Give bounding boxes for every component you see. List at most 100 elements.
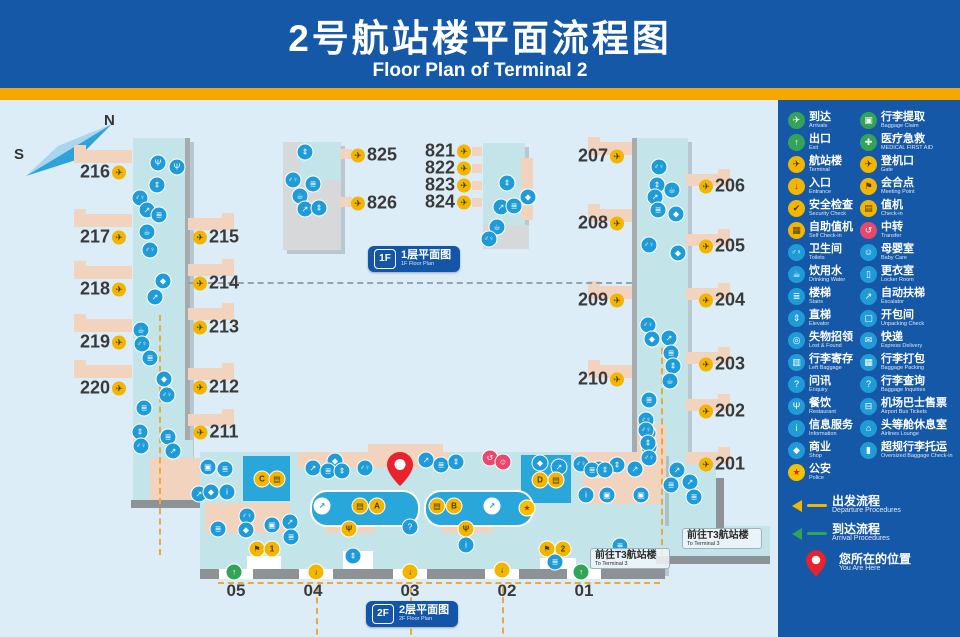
floor-tag-1f-en: 1F Floor Plan	[401, 261, 435, 268]
legend-zh-label: 行李提取	[881, 111, 925, 123]
legend-en-label: Meeting Point	[881, 189, 915, 195]
jet-bridge	[188, 264, 232, 276]
gate-icon: ✈	[112, 282, 127, 296]
gate-stub	[472, 164, 482, 173]
checkin-icon: ▤	[268, 470, 286, 488]
lost-and-found-icon: ◎	[788, 332, 805, 350]
gate-213: ✈213	[192, 316, 240, 338]
arrival-arrow-icon	[792, 527, 802, 540]
jet-bridge	[188, 308, 232, 320]
legend-en-label: Airport Bus Tickets	[881, 409, 927, 415]
legend-en-label: Security Check	[809, 211, 846, 217]
gate-icon: ✈	[610, 149, 625, 163]
gate-218: 218✈	[79, 278, 127, 300]
gate-icon: ✈	[610, 293, 625, 307]
gate-icon: ✈	[350, 196, 365, 210]
terminal-icon: ✈	[788, 156, 805, 174]
legend-zh-label: 超规行李托运	[881, 441, 947, 453]
toilet-icon: ♂♀	[132, 437, 150, 455]
toilets-icon: ♂♀	[788, 244, 805, 262]
gate-217: 217✈	[79, 226, 127, 248]
legend-en-label: MEDICAL FIRST AID	[881, 145, 933, 151]
gate-icon: ✈	[457, 161, 472, 175]
t3-corridor-wall	[656, 556, 770, 564]
departure-line	[807, 504, 827, 507]
legend-zh-label: 公安	[809, 463, 831, 475]
gate-210: 210✈	[578, 369, 625, 390]
escalator-icon: ↗	[296, 200, 314, 218]
checkin-icon: ▤	[351, 497, 369, 515]
escalator-icon: ↗	[626, 460, 644, 478]
toilet-icon: ♂♀	[356, 459, 374, 477]
flow-en-label: Departure Procedures	[832, 507, 901, 514]
jet-bridge-end	[74, 360, 86, 378]
toilet-icon: ♂♀	[640, 236, 658, 254]
gate-208-label: 208	[577, 212, 609, 233]
gate-icon: ✈	[610, 372, 625, 386]
gate-211: ✈211	[193, 422, 239, 443]
legend-zh-label: 问讯	[809, 375, 831, 387]
legend-zh-label: 信息服务	[809, 419, 853, 431]
gate-203: ✈203	[698, 354, 745, 375]
gate-823-label: 823	[424, 174, 456, 195]
gate-213-label: 213	[208, 316, 240, 337]
gate-217-label: 217	[79, 226, 111, 247]
escalator-icon: ↗	[483, 497, 501, 515]
jet-bridge-end	[74, 314, 86, 332]
gate-214: ✈214	[192, 273, 239, 294]
gate-206-label: 206	[714, 175, 746, 196]
entrance-icon: ↓	[493, 561, 511, 579]
drinking-icon: ☕	[132, 321, 150, 339]
legend-en-label: Exit	[809, 145, 819, 151]
jet-bridge-end	[74, 209, 86, 227]
gate-icon: ✈	[698, 404, 713, 418]
baggage-icon: ▣	[598, 486, 616, 504]
checkin-icon: ▤	[428, 497, 446, 515]
checkin-icon: ▤	[547, 471, 565, 489]
gate-207: 207✈	[578, 146, 625, 167]
zone-b-icon: B	[445, 497, 463, 515]
compass-north-label: N	[104, 112, 115, 129]
gate-825: ✈825	[350, 145, 397, 166]
badge-1-icon: 1	[263, 540, 281, 558]
gate-stub	[340, 149, 352, 159]
gate-215: ✈215	[192, 227, 239, 248]
gate-icon: ✈	[698, 457, 713, 471]
legend-en-label: Left Baggage	[809, 365, 842, 371]
gate-icon: ✈	[698, 357, 713, 371]
elevator-icon: ⇕	[498, 174, 516, 192]
baby-icon: ☺	[494, 453, 512, 471]
legend-zh-label: 登机口	[881, 155, 914, 167]
jet-bridge-end	[588, 281, 600, 299]
enquiry-icon: ?	[401, 518, 419, 536]
drinking-icon: ☕	[663, 181, 681, 199]
stairs-icon: ≣	[135, 399, 153, 417]
legend-zh-label: 商业	[809, 441, 831, 453]
express-delivery-icon: ✉	[860, 332, 877, 350]
exit-icon: ↑	[225, 563, 243, 581]
terminal-front-wall	[200, 569, 665, 579]
legend-en-label: Locker Room	[881, 277, 914, 283]
legend-zh-label: 到达	[809, 111, 831, 123]
badge-2-icon: 2	[554, 540, 572, 558]
gate-218-label: 218	[79, 278, 111, 299]
stairs-icon: ≣	[546, 553, 564, 571]
gate-220-label: 220	[79, 377, 111, 398]
you-are-here-zh: 您所在的位置	[839, 552, 912, 566]
door-05-label: 05	[226, 581, 246, 600]
flow-zh-label: 到达流程	[832, 522, 881, 536]
jet-bridge	[188, 368, 232, 380]
legend-en-label: Oversized Baggage Check-in	[881, 453, 953, 459]
jet-bridge	[74, 150, 132, 163]
elevator-icon: ⇕	[148, 176, 166, 194]
